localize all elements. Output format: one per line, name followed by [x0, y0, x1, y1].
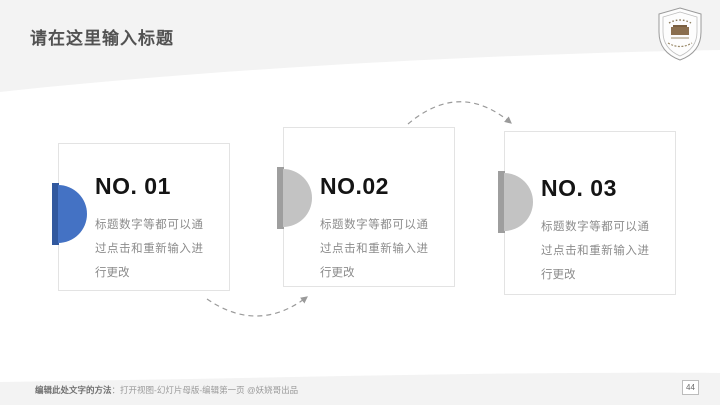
card-no-03: NO. 03 标题数字等都可以通过点击和重新输入进行更改	[498, 131, 676, 295]
card-body-text[interactable]: 标题数字等都可以通过点击和重新输入进行更改	[541, 221, 649, 281]
footer-instruction-rest: ：打开视图-幻灯片母版-编辑第一页 @妖娆哥出品	[111, 385, 299, 395]
card-body-text[interactable]: 标题数字等都可以通过点击和重新输入进行更改	[320, 219, 428, 279]
arrow-card2-to-card3	[407, 101, 512, 125]
card-number[interactable]: NO.02	[320, 173, 389, 199]
card-accent-bar	[498, 171, 505, 233]
arrow-card1-to-card2	[206, 296, 308, 317]
slide-title[interactable]: 请在这里输入标题	[30, 29, 174, 48]
footer-instruction: 编辑此处文字的方法：打开视图-幻灯片母版-编辑第一页 @妖娆哥出品	[35, 384, 298, 396]
card-number[interactable]: NO. 01	[95, 173, 171, 199]
card-body-text[interactable]: 标题数字等都可以通过点击和重新输入进行更改	[95, 219, 203, 279]
footer-instruction-bold: 编辑此处文字的方法	[35, 385, 112, 395]
school-badge-logo	[658, 7, 702, 61]
card-accent-bar	[277, 167, 284, 229]
card-no-02: NO.02 标题数字等都可以通过点击和重新输入进行更改	[277, 127, 455, 287]
card-accent-bar	[52, 183, 59, 245]
card-no-01: NO. 01 标题数字等都可以通过点击和重新输入进行更改	[52, 143, 230, 291]
page-number-badge: 44	[682, 380, 699, 395]
card-number[interactable]: NO. 03	[541, 175, 617, 201]
